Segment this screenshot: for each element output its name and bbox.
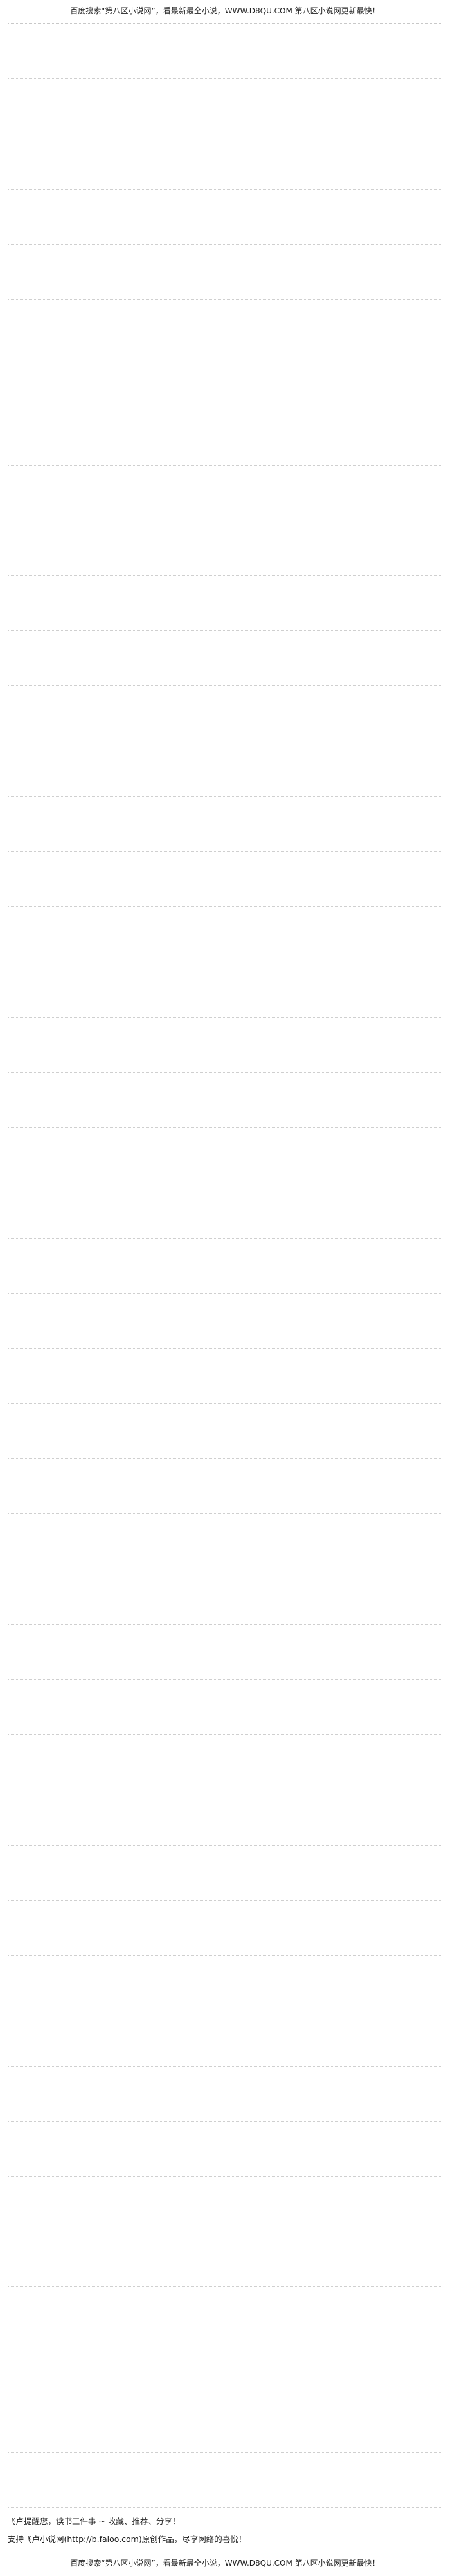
story-paragraph: [8, 576, 442, 631]
story-paragraph: [8, 520, 442, 576]
story-paragraph: [8, 1569, 442, 1625]
story-paragraph: [8, 1183, 442, 1239]
story-paragraph: [8, 245, 442, 300]
story-paragraph: [8, 355, 442, 410]
story-paragraph: [8, 1901, 442, 1956]
site-notice-banner: 百度搜索“第八区小说网”，看最新最全小说，WWW.D8QU.COM 第八区小说网…: [70, 6, 380, 15]
chapter-intro: [8, 17, 442, 24]
story-paragraph: [8, 1128, 442, 1183]
story-paragraph: [8, 190, 442, 245]
story-paragraph: [8, 686, 442, 742]
story-body: [8, 24, 442, 2508]
story-paragraph: [8, 79, 442, 134]
story-paragraph: [8, 2342, 442, 2398]
reading-reminder: 飞卢提醒您，读书三件事 ~ 收藏、推荐、分享！: [8, 2516, 181, 2526]
story-paragraph: [8, 2232, 442, 2288]
story-paragraph: [8, 2122, 442, 2177]
story-paragraph: [8, 1514, 442, 1570]
story-paragraph: [8, 852, 442, 907]
story-paragraph: [8, 1846, 442, 1901]
story-paragraph: [8, 1735, 442, 1790]
story-paragraph: [8, 1625, 442, 1681]
story-paragraph: [8, 1294, 442, 1349]
story-paragraph: [8, 1349, 442, 1404]
story-paragraph: [8, 1680, 442, 1736]
story-paragraph: [8, 24, 442, 79]
story-paragraph: [8, 2397, 442, 2453]
story-paragraph: [8, 1459, 442, 1515]
closing-notes: 飞卢提醒您，读书三件事 ~ 收藏、推荐、分享！ 支持飞卢小说网(http://b…: [8, 2508, 442, 2554]
story-paragraph: [8, 2287, 442, 2343]
story-paragraph: [8, 1956, 442, 2011]
story-paragraph: [8, 410, 442, 466]
story-paragraph: [8, 1790, 442, 1846]
story-paragraph: [8, 907, 442, 962]
story-paragraph: [8, 1404, 442, 1460]
story-paragraph: [8, 466, 442, 521]
story-paragraph: [8, 962, 442, 1018]
story-paragraph: [8, 741, 442, 797]
story-paragraph: [8, 1239, 442, 1294]
story-paragraph: [8, 2453, 442, 2508]
story-paragraph: [8, 1018, 442, 1073]
story-paragraph: [8, 2177, 442, 2232]
story-paragraph: [8, 1073, 442, 1128]
story-paragraph: [8, 2067, 442, 2122]
story-paragraph: [8, 631, 442, 687]
story-paragraph: [8, 797, 442, 852]
story-paragraph: [8, 300, 442, 355]
footer-notice-banner: 百度搜索“第八区小说网”，看最新最全小说，WWW.D8QU.COM 第八区小说网…: [70, 2559, 380, 2568]
support-notice: 支持飞卢小说网(http://b.faloo.com)原创作品，尽享网络的喜悦！: [8, 2534, 247, 2544]
story-paragraph: [8, 134, 442, 190]
story-paragraph: [8, 2011, 442, 2067]
